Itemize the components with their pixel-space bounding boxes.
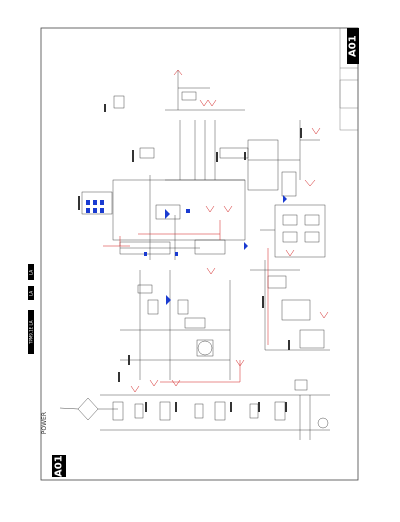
part-labels <box>78 104 302 412</box>
sheet-id-top: A01 <box>347 28 359 64</box>
sheet-border <box>40 27 359 481</box>
side-chip-model: TPM9.1E LA <box>28 310 34 354</box>
standby-section-frame <box>274 204 326 258</box>
sheet-id-bottom: A01 <box>52 455 66 477</box>
pwm-ic <box>196 339 214 357</box>
side-chip-2: LA <box>28 286 34 300</box>
sheet-title: POWER <box>41 412 48 435</box>
side-chip-3: LA <box>28 264 34 280</box>
power-rails <box>103 69 329 393</box>
semiconductor-parts <box>86 195 287 305</box>
output-section-frame <box>112 179 246 241</box>
bridge-rectifier <box>77 397 99 421</box>
